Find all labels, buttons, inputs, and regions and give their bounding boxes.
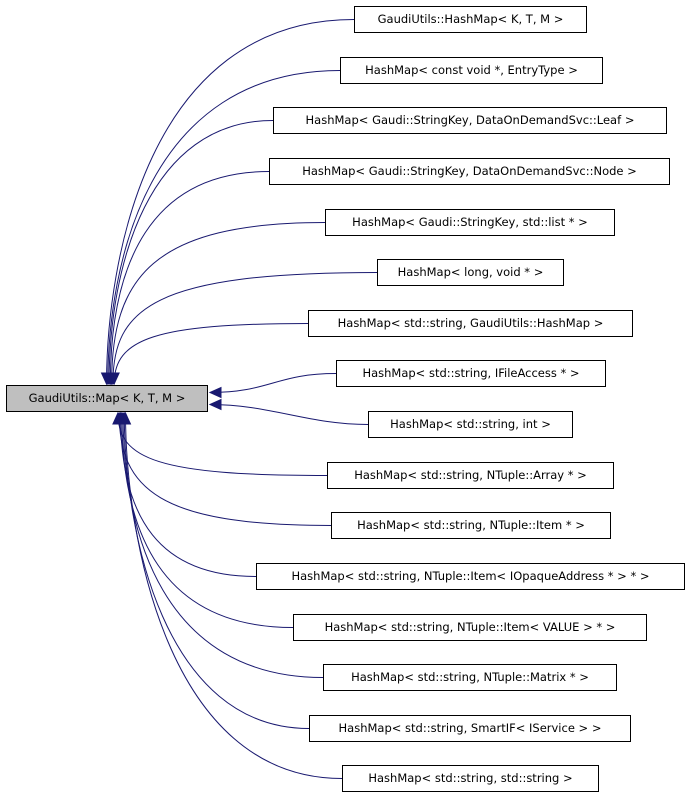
derived-class-node[interactable]: HashMap< Gaudi::StringKey, std::list * > [325,209,615,236]
inheritance-edge [121,412,294,628]
derived-class-node[interactable]: HashMap< const void *, EntryType > [340,57,603,84]
inheritance-edge [119,412,257,577]
derived-class-node[interactable]: GaudiUtils::HashMap< K, T, M > [354,6,587,33]
derived-class-node[interactable]: HashMap< std::string, NTuple::Item< IOpa… [256,563,685,590]
derived-class-node[interactable]: HashMap< Gaudi::StringKey, DataOnDemandS… [269,158,670,185]
inheritance-edge [109,171,270,385]
derived-class-node[interactable]: HashMap< std::string, NTuple::Item< VALU… [293,614,647,641]
inheritance-edge [122,412,324,678]
arrowhead-icon [108,372,120,386]
derived-class-node[interactable]: HashMap< Gaudi::StringKey, DataOnDemandS… [273,107,667,134]
derived-class-node[interactable]: HashMap< std::string, NTuple::Item * > [331,512,611,539]
inheritance-edge [118,412,332,526]
arrowhead-icon [208,386,222,399]
derived-class-node[interactable]: HashMap< long, void * > [377,259,564,286]
inheritance-edge [117,412,328,476]
inheritance-edge [123,412,310,729]
derived-class-node[interactable]: HashMap< std::string, GaudiUtils::HashMa… [308,310,633,337]
inheritance-edge [209,373,337,393]
derived-class-node[interactable]: HashMap< std::string, std::string > [342,765,599,792]
inheritance-edge [113,323,309,385]
arrowhead-icon [208,398,222,411]
arrowhead-icon [119,411,132,425]
derived-class-node[interactable]: HashMap< std::string, SmartIF< IService … [309,715,631,742]
derived-class-node[interactable]: HashMap< std::string, NTuple::Matrix * > [323,664,617,691]
inheritance-edge [125,412,343,779]
base-class-node: GaudiUtils::Map< K, T, M > [6,385,208,412]
inheritance-edge [209,404,369,425]
derived-class-node[interactable]: HashMap< std::string, int > [368,411,573,438]
inheritance-edge [111,222,326,385]
inheritance-edge [112,272,378,385]
derived-class-node[interactable]: HashMap< std::string, NTuple::Array * > [327,462,614,489]
derived-class-node[interactable]: HashMap< std::string, IFileAccess * > [336,360,606,387]
inheritance-edge [107,70,341,385]
inheritance-edge [106,19,355,385]
inheritance-edge [108,120,274,385]
